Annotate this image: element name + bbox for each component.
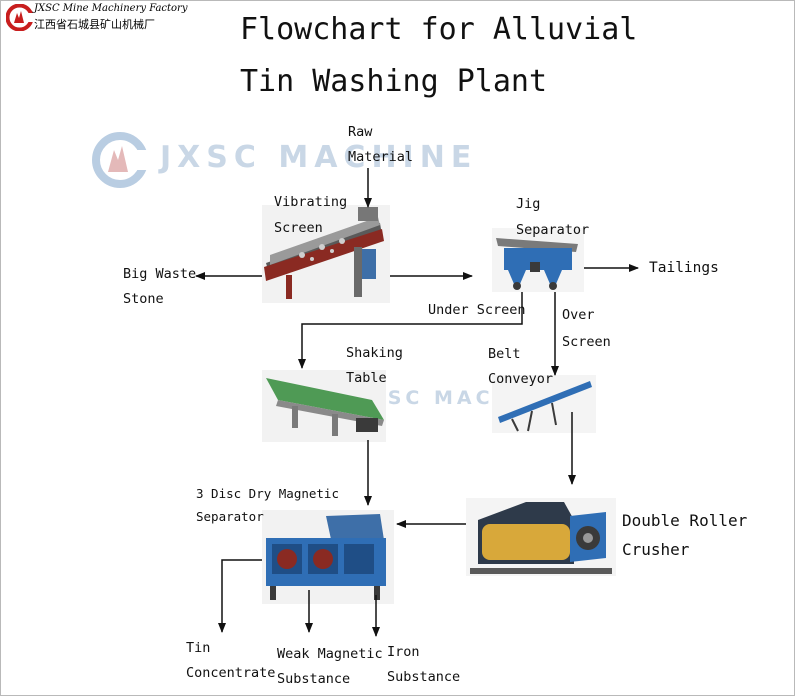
jig-separator-machine: [492, 228, 584, 292]
label-raw-material-1: Raw: [348, 124, 373, 140]
label-under-screen: Under Screen: [428, 302, 526, 318]
label-magnetic-separator-2: Separator: [196, 509, 264, 524]
logo-company-en: JXSC Mine Machinery Factory: [34, 3, 188, 14]
label-vibrating-screen-2: Screen: [274, 220, 323, 236]
label-big-waste-stone-1: Big Waste: [123, 266, 197, 282]
vibrating-screen-machine: [262, 205, 390, 303]
arrow-to-tin-concentrate: [218, 559, 262, 633]
label-tailings: Tailings: [649, 260, 719, 276]
label-tin-concentrate-2: Concentrate: [186, 665, 276, 681]
title-line-1: Flowchart for Alluvial: [240, 12, 638, 47]
label-jig-separator-1: Jig: [516, 196, 541, 212]
label-double-roller-crusher-1: Double Roller: [622, 511, 748, 530]
label-weak-magnetic-1: Weak Magnetic: [277, 646, 383, 662]
label-belt-conveyor-1: Belt: [488, 346, 521, 362]
arrow-under-screen: [298, 292, 523, 369]
label-jig-separator-2: Separator: [516, 222, 590, 238]
jxsc-logo-icon: [6, 4, 33, 31]
label-belt-conveyor-2: Conveyor: [488, 371, 554, 387]
label-shaking-table-2: Table: [346, 370, 387, 386]
shaking-table-machine: [262, 370, 386, 442]
label-magnetic-separator-1: 3 Disc Dry Magnetic: [196, 486, 339, 501]
label-raw-material-2: Material: [348, 149, 414, 165]
belt-conveyor-machine: [492, 375, 596, 433]
label-double-roller-crusher-2: Crusher: [622, 540, 690, 559]
label-iron-substance-1: Iron: [387, 644, 420, 660]
watermark-logo-icon: [92, 132, 148, 188]
label-tin-concentrate-1: Tin: [186, 640, 211, 656]
label-shaking-table-1: Shaking: [346, 345, 403, 361]
label-weak-magnetic-2: Substance: [277, 671, 351, 687]
label-over-screen-2: Screen: [562, 334, 611, 350]
label-over-screen-1: Over: [562, 307, 595, 323]
label-iron-substance-2: Substance: [387, 669, 461, 685]
magnetic-separator-machine: [262, 510, 394, 604]
double-roller-crusher-machine: [466, 498, 616, 576]
label-vibrating-screen-1: Vibrating: [274, 194, 348, 210]
watermark-text-top: JXSC MACHINE: [160, 140, 478, 175]
logo-company-cn: 江西省石城县矿山机械厂: [34, 18, 155, 31]
title-line-2: Tin Washing Plant: [240, 64, 548, 99]
label-big-waste-stone-2: Stone: [123, 291, 164, 307]
